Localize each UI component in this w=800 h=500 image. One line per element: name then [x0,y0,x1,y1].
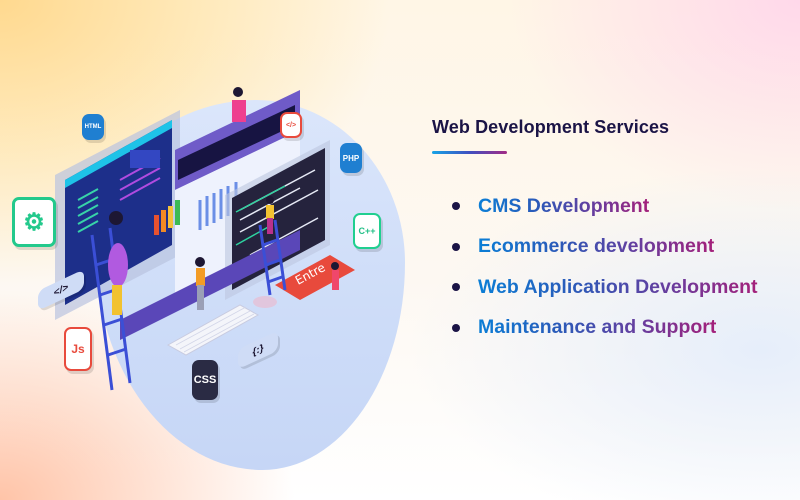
bullet-icon [452,202,460,211]
list-item: Maintenance and Support [452,308,758,349]
services-list: CMS Development Ecommerce development We… [452,186,758,348]
bullet-icon [452,323,460,332]
web-development-illustration: Entre [55,87,355,391]
service-label: Maintenance and Support [478,316,717,339]
services-heading-block: Web Development Services [432,117,669,154]
list-item: Ecommerce development [452,227,758,268]
css-badge: CSS [192,360,218,400]
list-item: CMS Development [452,186,758,227]
service-label: Ecommerce development [478,235,715,258]
code-tag-badge: </> [280,112,302,138]
service-label: CMS Development [478,194,650,217]
title-underline [432,151,507,154]
php-badge: PHP [340,143,362,173]
bullet-icon [452,242,460,251]
bullet-icon [452,283,460,292]
js-badge: Js [64,327,92,371]
html-badge: HTML [82,114,104,140]
page-title: Web Development Services [432,117,670,137]
list-item: Web Application Development [452,267,758,308]
gear-icon: ⚙ [12,197,56,247]
service-label: Web Application Development [478,275,758,298]
cpp-badge: C++ [353,213,381,249]
